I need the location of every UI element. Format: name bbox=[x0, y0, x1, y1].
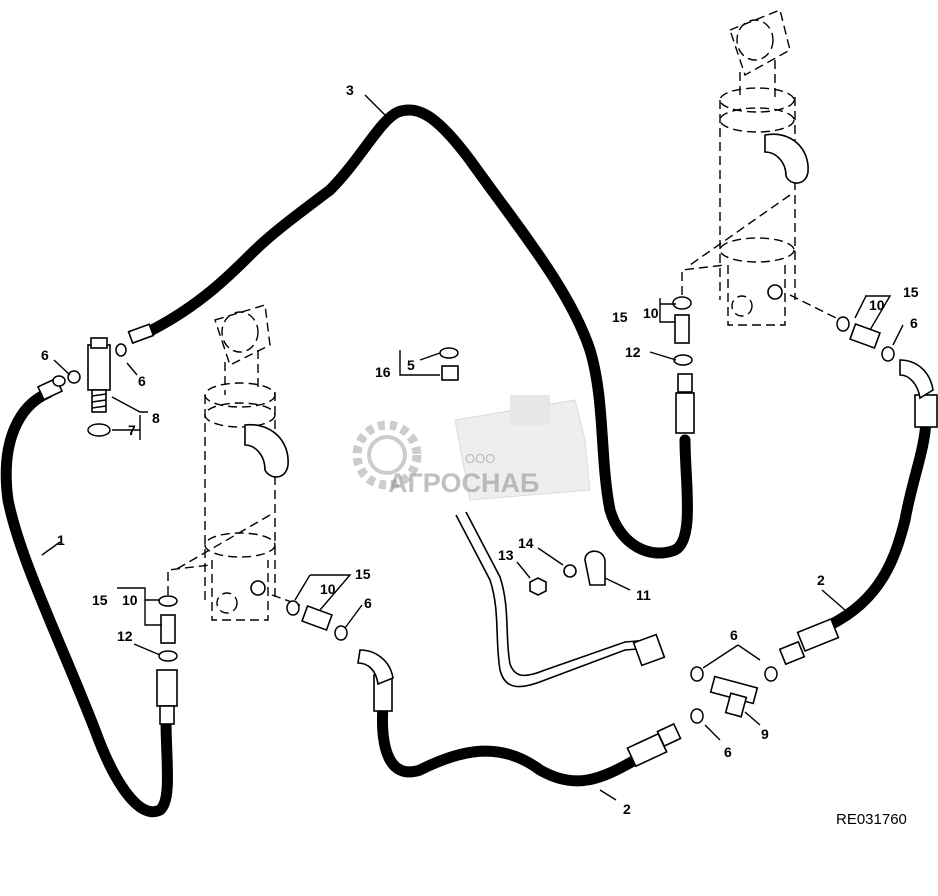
left-cylinder-port bbox=[250, 580, 266, 596]
o-ring bbox=[764, 666, 778, 682]
callout-6-left-side: 6 bbox=[364, 595, 372, 611]
callout-7: 7 bbox=[128, 422, 136, 438]
callout-16: 16 bbox=[375, 364, 391, 380]
callout-9: 9 bbox=[761, 726, 769, 742]
watermark: ООО АГРОСНАБ bbox=[352, 395, 591, 501]
right-cylinder bbox=[271, 9, 841, 606]
hose-1-ferrule bbox=[159, 705, 175, 725]
callout-10-left-stack: 10 bbox=[122, 592, 138, 608]
o-ring bbox=[87, 423, 111, 437]
adapter-15-left-side bbox=[301, 605, 333, 631]
adapter-15-right-side bbox=[849, 323, 881, 349]
watermark-prefix: ООО bbox=[465, 451, 495, 466]
nut-13 bbox=[529, 577, 547, 596]
callout-13: 13 bbox=[498, 547, 514, 563]
hose-1 bbox=[0, 377, 178, 818]
steel-tube bbox=[455, 511, 666, 688]
hose-2-right-nut bbox=[778, 640, 806, 666]
callout-labels: 3 1 6 6 8 7 5 16 10 15 12 10 15 6 10 15 … bbox=[41, 82, 919, 817]
hose-3-lower-fitting bbox=[675, 392, 695, 434]
o-ring bbox=[286, 600, 300, 616]
o-ring bbox=[690, 708, 704, 724]
o-ring bbox=[439, 347, 459, 359]
hose-3 bbox=[127, 104, 695, 559]
adapter-15-right bbox=[674, 314, 690, 344]
callout-6-b: 6 bbox=[138, 373, 146, 389]
callout-1: 1 bbox=[57, 532, 65, 548]
callout-15-right-side: 15 bbox=[903, 284, 919, 300]
callout-15-left-stack: 15 bbox=[92, 592, 108, 608]
left-cylinder-port-elbow bbox=[244, 423, 289, 478]
hose-2-right bbox=[778, 359, 938, 666]
leader-lines bbox=[41, 94, 904, 801]
o-ring bbox=[672, 296, 692, 310]
tube-nut bbox=[632, 633, 666, 667]
clamp-11 bbox=[584, 550, 606, 586]
callout-2-bottom: 2 bbox=[623, 801, 631, 817]
gear-logo-icon bbox=[352, 420, 422, 490]
right-cylinder-port-elbow bbox=[764, 133, 809, 184]
callout-6-tee-top: 6 bbox=[730, 627, 738, 643]
hose-2-bottom bbox=[357, 649, 682, 787]
o-ring bbox=[158, 595, 178, 607]
left-cylinder bbox=[167, 304, 289, 621]
valve-8 bbox=[87, 337, 111, 413]
o-ring bbox=[673, 354, 693, 366]
adapter-15-left bbox=[160, 614, 176, 644]
callout-11: 11 bbox=[636, 587, 651, 603]
callout-14: 14 bbox=[518, 535, 534, 551]
harvester-silhouette-icon bbox=[454, 395, 591, 501]
callout-6-right-side: 6 bbox=[910, 315, 918, 331]
tee-9 bbox=[709, 675, 759, 718]
o-ring bbox=[67, 370, 81, 384]
watermark-brand: АГРОСНАБ bbox=[388, 468, 539, 498]
hose-2-bottom-elbow bbox=[357, 649, 394, 686]
hose-1-lower-fitting bbox=[156, 669, 178, 707]
callout-6-tee-bottom: 6 bbox=[724, 744, 732, 760]
callout-10-left-side: 10 bbox=[320, 581, 336, 597]
washer-14 bbox=[563, 564, 577, 578]
fittings bbox=[52, 296, 895, 724]
hose-3-ferrule bbox=[677, 373, 693, 393]
callout-10-right-stack: 10 bbox=[643, 305, 659, 321]
hose-3-end-fitting bbox=[127, 323, 155, 345]
plug-16 bbox=[441, 365, 459, 381]
callout-15-right-stack: 15 bbox=[612, 309, 628, 325]
callout-2-right: 2 bbox=[817, 572, 825, 588]
hose-2-right-upper-fitting bbox=[914, 394, 938, 428]
hose-2-right-lower-fitting bbox=[796, 617, 840, 653]
o-ring bbox=[836, 316, 850, 332]
o-ring bbox=[690, 666, 704, 682]
right-cylinder-port bbox=[767, 284, 783, 300]
o-ring bbox=[158, 650, 178, 662]
o-ring bbox=[334, 625, 348, 641]
o-ring bbox=[52, 375, 66, 387]
o-ring bbox=[881, 346, 895, 362]
callout-5: 5 bbox=[407, 357, 415, 373]
callout-6-a: 6 bbox=[41, 347, 49, 363]
callout-10-right-side: 10 bbox=[869, 297, 885, 313]
callout-12-right: 12 bbox=[625, 344, 641, 360]
callout-3: 3 bbox=[346, 82, 354, 98]
callout-15-left-side: 15 bbox=[355, 566, 371, 582]
hose-2-right-elbow bbox=[899, 359, 934, 400]
callout-12-left: 12 bbox=[117, 628, 133, 644]
callout-8: 8 bbox=[152, 410, 160, 426]
o-ring bbox=[115, 343, 127, 357]
figure-code: RE031760 bbox=[836, 811, 907, 828]
hose-2-bottom-nut bbox=[656, 722, 682, 748]
